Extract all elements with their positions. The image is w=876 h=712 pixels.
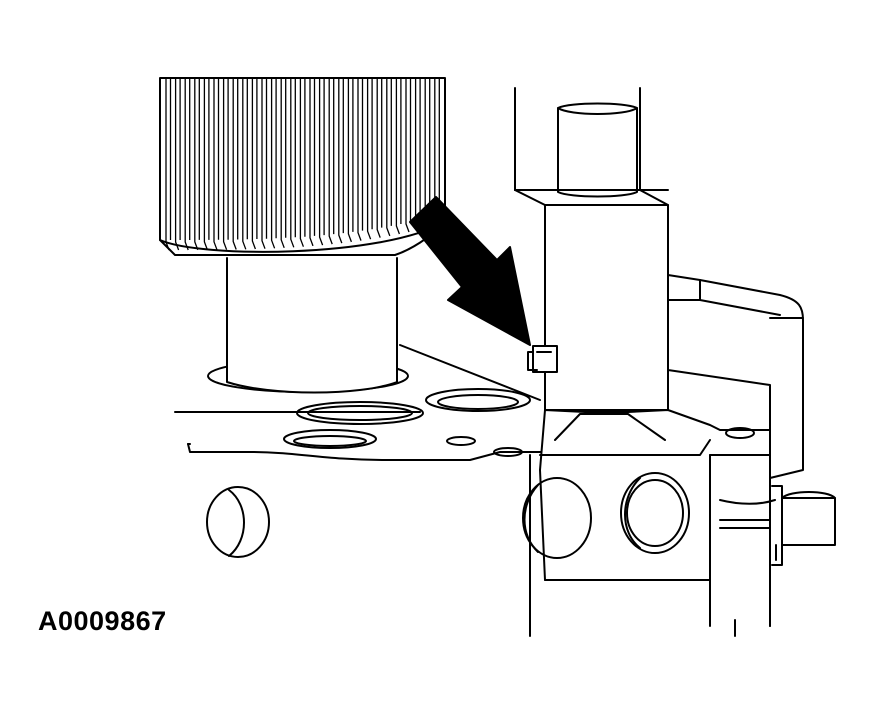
spline-groove (174, 78, 180, 251)
spline-groove (309, 78, 314, 247)
spline-groove (386, 78, 391, 237)
spline-groove (357, 78, 362, 241)
spline-groove (242, 78, 247, 250)
spline-groove (194, 78, 199, 251)
manifold-ports (522, 472, 690, 559)
spline-groove (328, 78, 333, 245)
spline-groove (395, 78, 401, 235)
splined-shaft (159, 77, 446, 256)
callout-arrow-icon (409, 196, 531, 346)
spline-groove (405, 78, 410, 233)
left-port (206, 486, 270, 558)
spline-groove (251, 78, 257, 250)
retaining-clip-icon (527, 345, 558, 373)
side-fitting (771, 485, 836, 566)
manifold-block (539, 409, 776, 627)
spline-groove (347, 78, 353, 243)
spline-groove (299, 78, 305, 247)
spline-groove (366, 78, 372, 240)
figure-id-label: A0009867 (38, 606, 167, 636)
spline-groove (338, 78, 343, 244)
leader-lines (734, 599, 771, 637)
spline-groove (261, 78, 266, 249)
spline-groove (222, 78, 228, 250)
spline-groove (290, 78, 295, 248)
spline-groove (213, 78, 218, 251)
shaft-hub (226, 257, 398, 394)
spline-groove (203, 78, 209, 251)
spline-groove (318, 78, 324, 246)
spline-groove (232, 78, 237, 250)
spline-groove (270, 78, 276, 249)
spline-groove (376, 78, 381, 238)
spline-groove (280, 78, 285, 249)
